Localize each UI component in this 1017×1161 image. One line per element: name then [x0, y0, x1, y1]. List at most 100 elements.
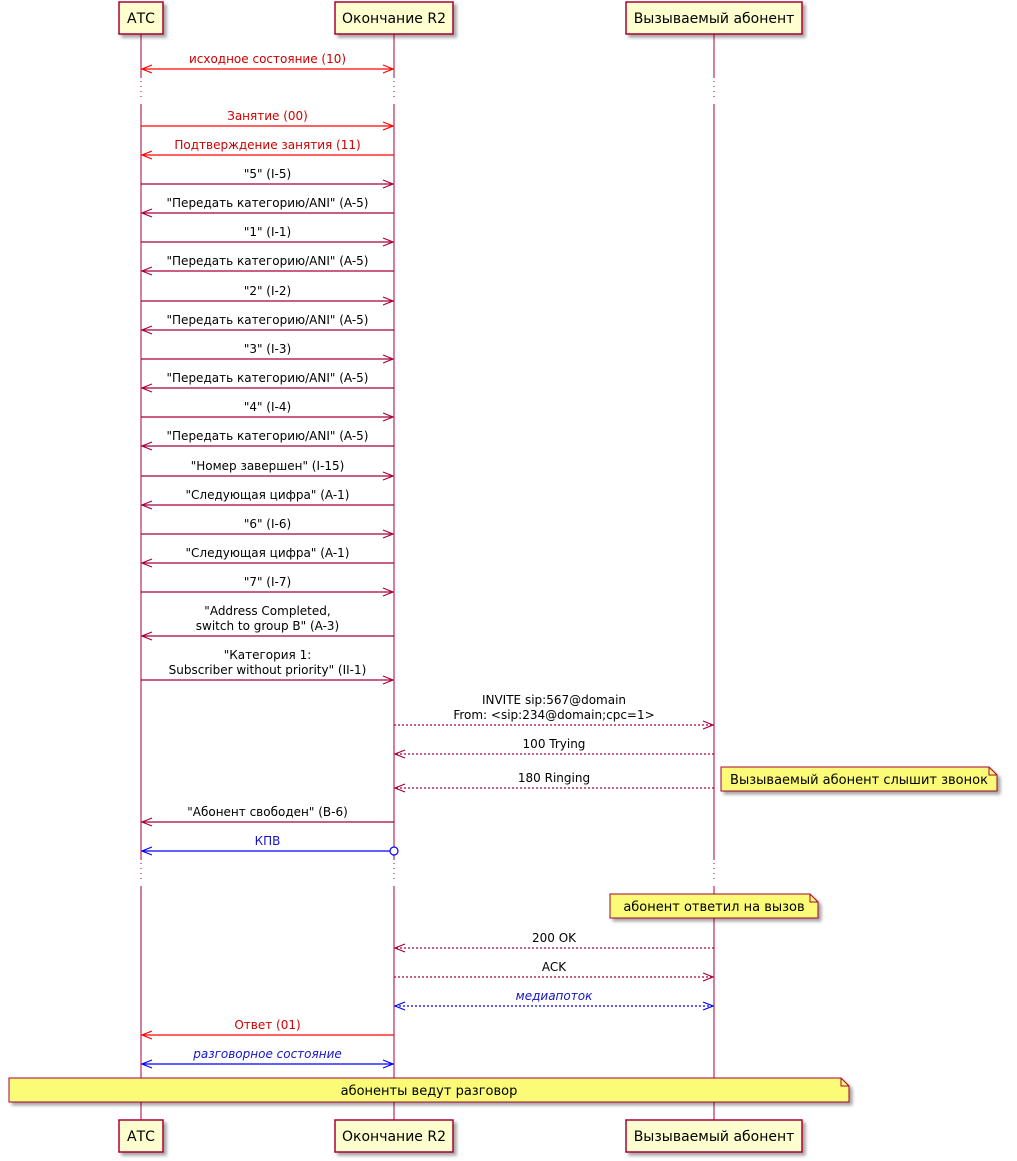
arrowhead [140, 1030, 153, 1040]
message-label: КПВ [255, 834, 281, 848]
message-28: 200 OK [393, 931, 714, 953]
message-label: "Передать категорию/ANI" (A-5) [167, 196, 369, 210]
message-17: "Следующая цифра" (A-1) [140, 546, 394, 568]
message-label: "Следующая цифра" (A-1) [186, 488, 350, 502]
arrowhead [140, 64, 153, 74]
message-label: Занятие (00) [227, 109, 308, 123]
message-label: разговорное состояние [192, 1047, 342, 1061]
participant-name: Вызываемый абонент [634, 11, 795, 27]
arrowhead [140, 266, 153, 276]
message-15: "Следующая цифра" (A-1) [140, 488, 394, 510]
message-0: исходное состояние (10) [140, 52, 395, 74]
message-label: "Номер завершен" (I-15) [191, 459, 345, 473]
participant-name: АТС [127, 11, 155, 27]
message-9: "Передать категорию/ANI" (A-5) [140, 313, 394, 335]
participant-name: Окончание R2 [342, 1129, 446, 1145]
message-29: ACK [394, 960, 715, 982]
message-20: "Категория 1:Subscriber without priority… [141, 648, 395, 685]
arrowhead [140, 325, 153, 335]
message-22: 100 Trying [393, 737, 714, 759]
message-8: "2" (I-2) [141, 284, 395, 306]
note-talking: абоненты ведут разговор [8, 1077, 850, 1103]
message-label: медиапоток [516, 989, 593, 1003]
arrowhead [382, 296, 395, 306]
message-19: "Address Completed,switch to group B" (A… [140, 604, 394, 641]
arrowhead [382, 471, 395, 481]
message-label: исходное состояние (10) [189, 52, 346, 66]
message-label: "2" (I-2) [244, 284, 291, 298]
message-16: "6" (I-6) [141, 517, 395, 539]
participant-name: Окончание R2 [342, 11, 446, 27]
message-label: "Address Completed, [204, 604, 330, 618]
message-label: "Передать категорию/ANI" (A-5) [167, 429, 369, 443]
arrowhead [382, 1059, 395, 1069]
arrowhead [140, 1059, 153, 1069]
message-2: Занятие (00) [141, 109, 395, 131]
message-label: Подтверждение занятия (11) [174, 138, 360, 152]
arrowhead [393, 783, 406, 793]
message-label: "Абонент свободен" (B-6) [187, 805, 348, 819]
message-label: "6" (I-6) [244, 517, 291, 531]
arrowhead [382, 179, 395, 189]
arrowhead [140, 846, 153, 856]
message-label: "1" (I-1) [244, 225, 291, 239]
message-18: "7" (I-7) [141, 575, 395, 597]
message-label: switch to group B" (A-3) [196, 619, 340, 633]
arrowhead [393, 1001, 406, 1011]
message-5: "Передать категорию/ANI" (A-5) [140, 196, 394, 218]
note-text: абоненты ведут разговор [341, 1084, 518, 1099]
message-24: "Абонент свободен" (B-6) [140, 805, 394, 827]
message-25: КПВ [140, 834, 399, 856]
message-label: "5" (I-5) [244, 167, 291, 181]
arrowhead [140, 558, 153, 568]
message-32: разговорное состояние [140, 1047, 395, 1069]
arrowhead [140, 631, 153, 641]
message-label: "3" (I-3) [244, 342, 291, 356]
participant-atc-top: АТС [118, 1, 164, 35]
message-7: "Передать категорию/ANI" (A-5) [140, 254, 394, 276]
arrowhead [393, 943, 406, 953]
arrowhead [382, 237, 395, 247]
message-label: "Передать категорию/ANI" (A-5) [167, 313, 369, 327]
arrowhead [382, 587, 395, 597]
participant-callee-bottom: Вызываемый абонент [625, 1119, 803, 1153]
note-ringing: Вызываемый абонент слышит звонок [720, 766, 998, 792]
message-label: "Передать категорию/ANI" (A-5) [167, 254, 369, 268]
note-text: Вызываемый абонент слышит звонок [730, 773, 988, 788]
note-text: абонент ответил на вызов [623, 900, 804, 915]
participant-atc-bottom: АТС [118, 1119, 164, 1153]
message-label: Ответ (01) [234, 1018, 300, 1032]
arrowhead [393, 749, 406, 759]
participant-name: АТС [127, 1129, 155, 1145]
arrowhead [382, 121, 395, 131]
arrowhead [702, 972, 715, 982]
arrowhead [140, 500, 153, 510]
message-label: INVITE sip:567@domain [482, 693, 626, 707]
message-label: From: <sip:234@domain;cpc=1> [453, 708, 654, 722]
message-31: Ответ (01) [140, 1018, 394, 1040]
message-label: 200 OK [532, 931, 577, 945]
message-label: "7" (I-7) [244, 575, 291, 589]
arrowhead [702, 1001, 715, 1011]
message-label: 100 Trying [523, 737, 586, 751]
circle-endpoint [389, 846, 399, 856]
arrowhead [140, 441, 153, 451]
message-30: медиапоток [393, 989, 715, 1011]
message-11: "Передать категорию/ANI" (A-5) [140, 371, 394, 393]
message-3: Подтверждение занятия (11) [140, 138, 394, 160]
message-label: "Следующая цифра" (A-1) [186, 546, 350, 560]
message-label: "4" (I-4) [244, 400, 291, 414]
message-label: Subscriber without priority" (II-1) [169, 663, 367, 677]
participant-r2-top: Окончание R2 [334, 1, 454, 35]
message-23: 180 Ringing [393, 771, 714, 793]
arrowhead [702, 720, 715, 730]
arrowhead [140, 817, 153, 827]
message-4: "5" (I-5) [141, 167, 395, 189]
message-14: "Номер завершен" (I-15) [141, 459, 395, 481]
message-label: "Категория 1: [224, 648, 312, 662]
arrowhead [382, 412, 395, 422]
arrowhead [382, 354, 395, 364]
message-10: "3" (I-3) [141, 342, 395, 364]
arrowhead [140, 383, 153, 393]
